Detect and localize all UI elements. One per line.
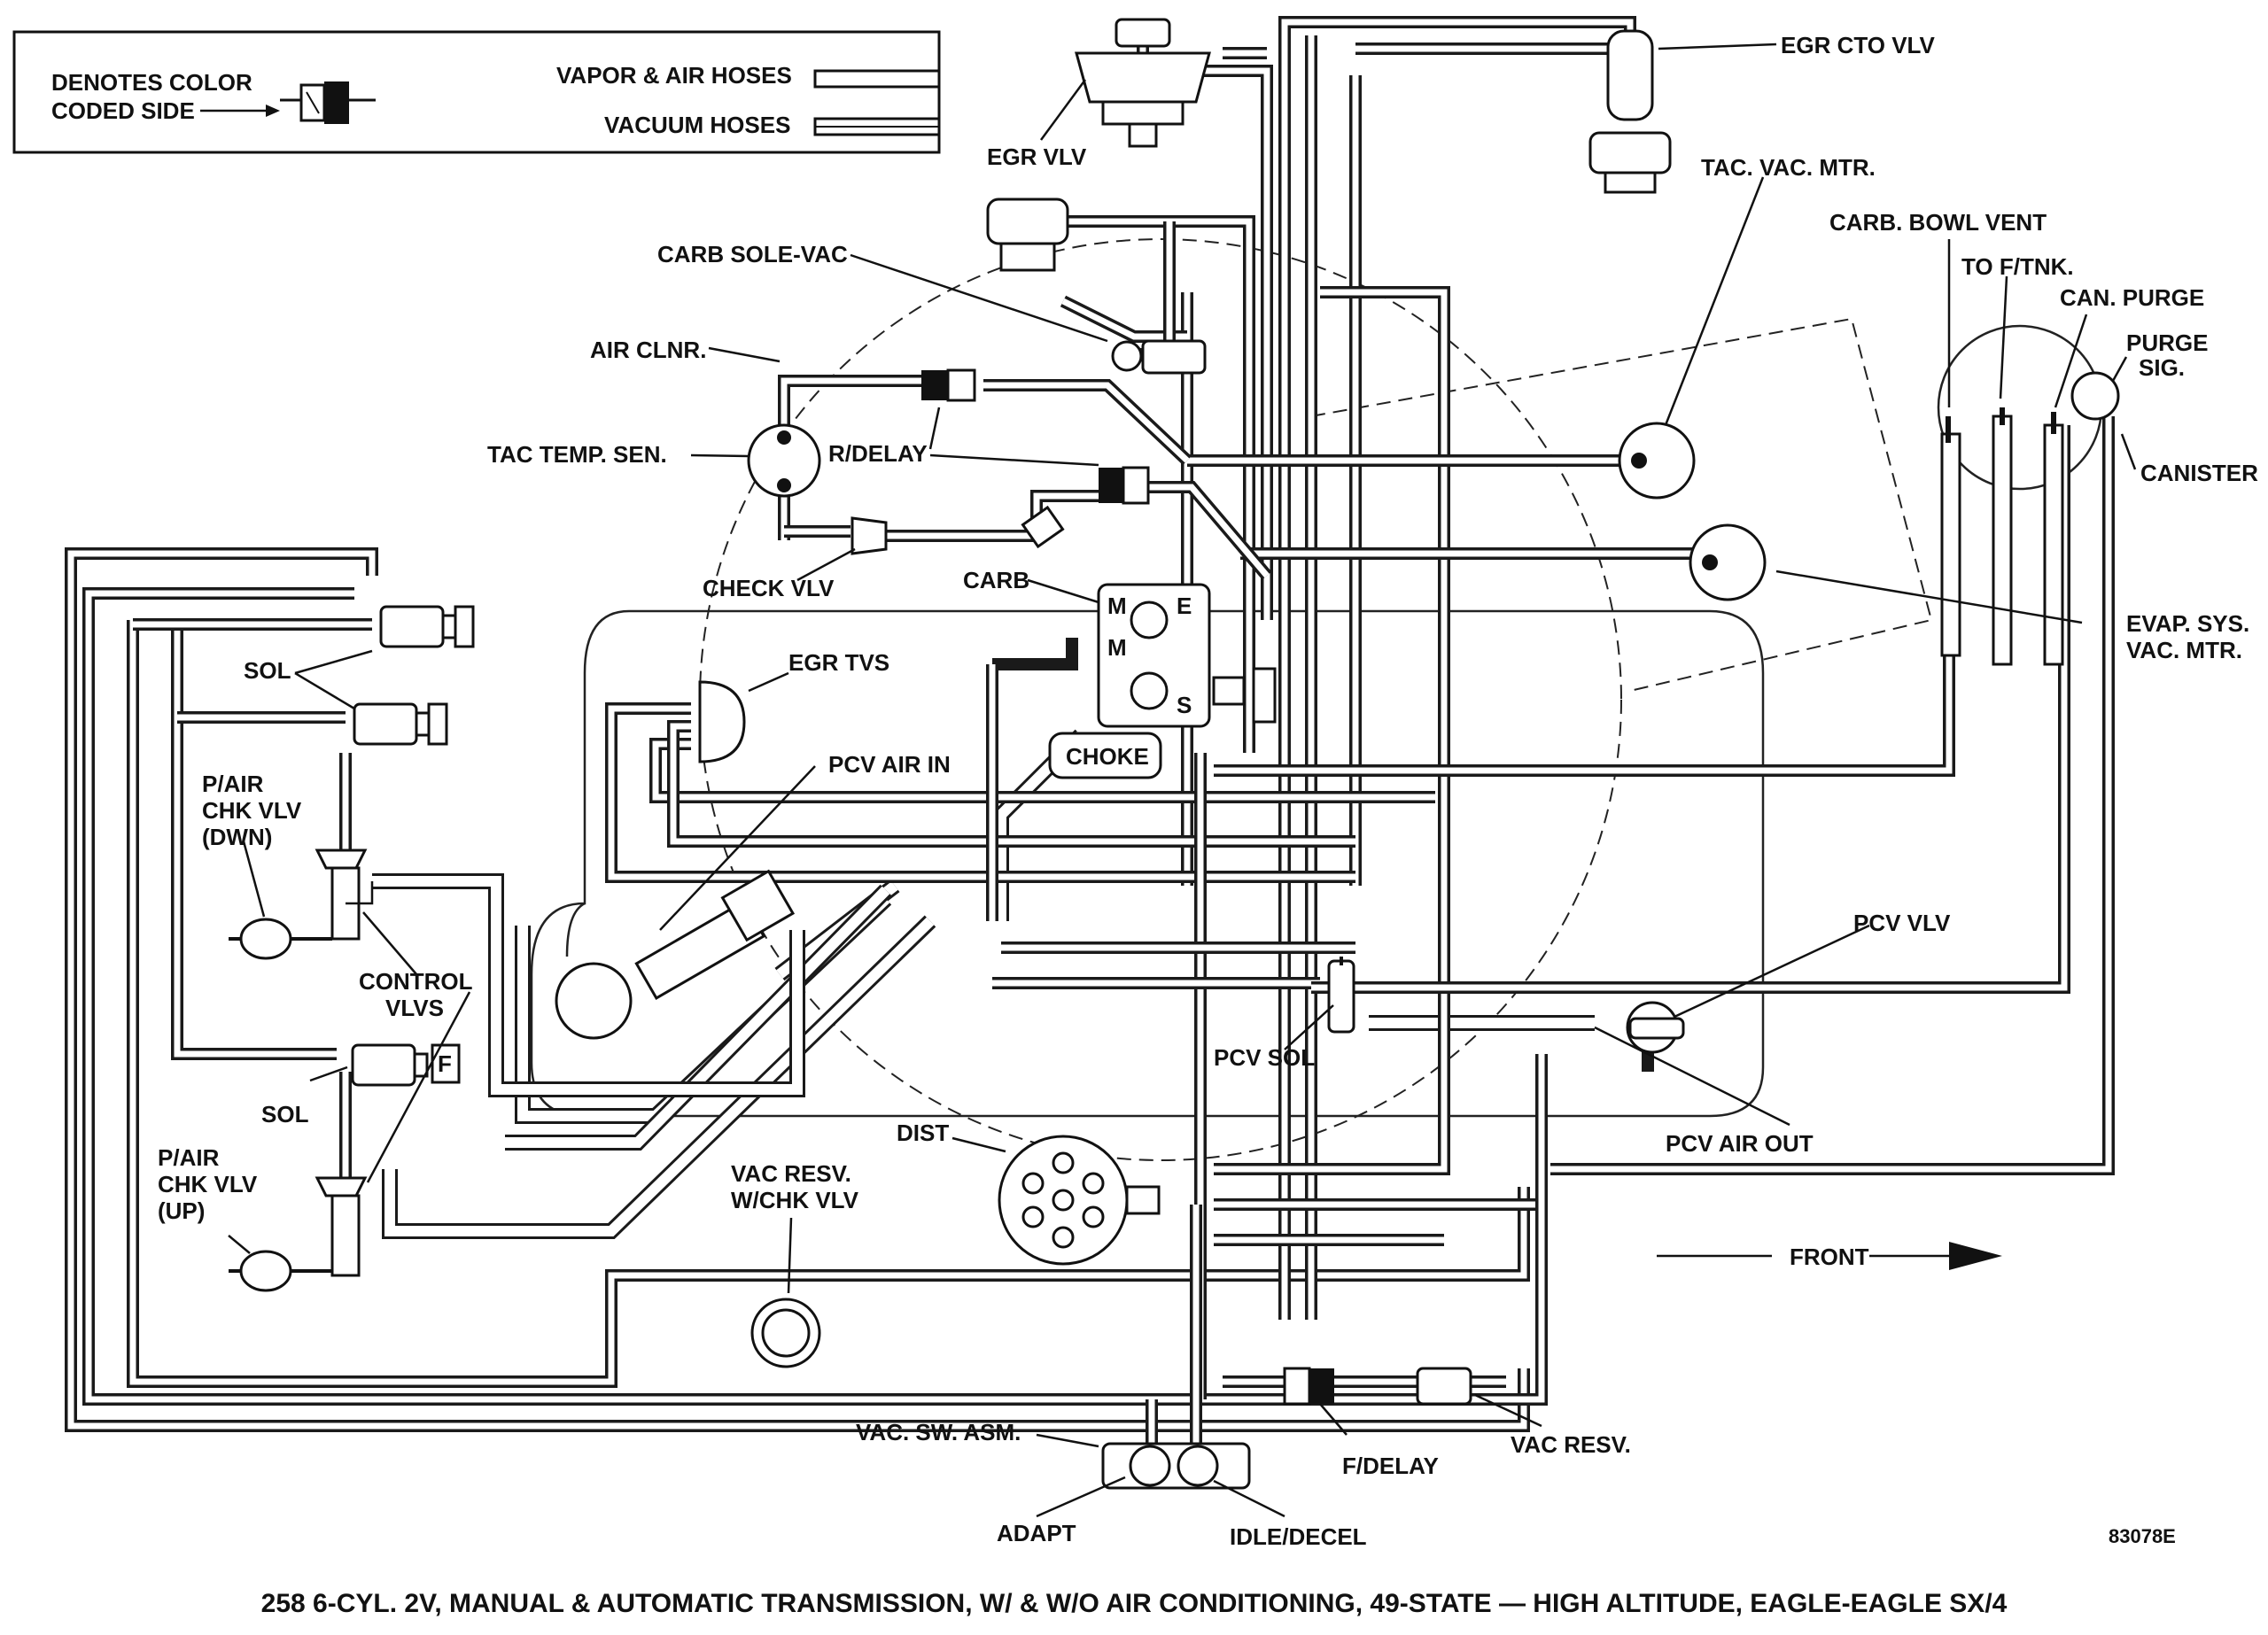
pcv-sol-label: PCV SOL <box>1214 1044 1315 1071</box>
p-air-check-valve-dwn <box>229 918 332 960</box>
evap-outline <box>1310 317 1933 692</box>
control-valve-lower <box>315 1176 368 1277</box>
air-clnr-label: AIR CLNR. <box>590 337 706 363</box>
upper-solenoid <box>379 605 475 648</box>
adapt-label: ADAPT <box>997 1520 1076 1546</box>
carburetor: M E M S <box>1097 583 1211 728</box>
check-valve <box>850 516 888 555</box>
check-vlv-label: CHECK VLV <box>703 575 835 601</box>
carb-bowl-vent-label: CARB. BOWL VENT <box>1829 209 2047 236</box>
legend: DENOTES COLOR CODED SIDE VAPOR & AIR HOS… <box>12 30 941 154</box>
legend-color-coded-label: DENOTES COLOR <box>51 69 252 96</box>
f-delay-valve <box>1283 1367 1334 1406</box>
sol-upper-label: SOL <box>244 657 291 684</box>
carb-port-e: E <box>1177 593 1192 619</box>
p-air-up-label: P/AIR <box>158 1144 220 1171</box>
choke-box: CHOKE <box>1048 732 1162 779</box>
p-air-check-valve-up <box>229 1250 332 1292</box>
vac-resv-chk-label-2: W/CHK VLV <box>731 1187 859 1213</box>
egr-tvs <box>698 680 746 763</box>
distributor <box>998 1135 1161 1266</box>
legend-color-coded-label-2: CODED SIDE <box>51 97 195 124</box>
sol-lower-label: SOL <box>261 1101 309 1127</box>
f-box-label: F <box>438 1050 452 1077</box>
carb-sole-vac-label: CARB SOLE-VAC <box>657 241 848 267</box>
carb-connector <box>1021 466 1150 549</box>
p-air-dwn-label: P/AIR <box>202 771 264 797</box>
pcv-air-in-assembly <box>555 869 796 1040</box>
p-air-dwn-label-2: CHK VLV <box>202 797 302 824</box>
lower-solenoid: F <box>351 1043 461 1087</box>
front-arrow <box>1657 1242 2002 1270</box>
f-delay-label: F/DELAY <box>1342 1453 1439 1479</box>
r-delay-valve <box>921 368 976 402</box>
pcv-solenoid <box>1327 957 1355 1034</box>
vapor-air-hoses <box>372 729 1595 1239</box>
vacuum-hose-sample <box>813 117 941 136</box>
front-label: FRONT <box>1790 1244 1869 1270</box>
vac-resv-chk-label: VAC RESV. <box>731 1160 851 1187</box>
vac-switch-assembly <box>1101 1442 1251 1490</box>
vapor-air-hose-sample <box>813 69 941 89</box>
control-vlvs-label: CONTROL <box>359 968 473 995</box>
idle-decel-label: IDLE/DECEL <box>1230 1523 1367 1550</box>
vac-reservoir <box>1416 1367 1472 1406</box>
choke-label: CHOKE <box>1066 743 1149 770</box>
color-coded-connector-icon <box>280 81 376 124</box>
carb-sole-vac <box>986 198 1069 272</box>
control-vlvs-label-2: VLVS <box>385 995 444 1021</box>
pcv-valve <box>1626 1001 1685 1054</box>
tac-vac-motor <box>1618 422 1696 500</box>
canister-label: CANISTER <box>2140 460 2258 486</box>
pcv-air-in-label: PCV AIR IN <box>828 751 951 778</box>
labels: EGR VLV EGR CTO VLV TAC. VAC. MTR. CARB.… <box>158 32 2258 1550</box>
vac-resv-label: VAC RESV. <box>1511 1431 1631 1458</box>
tac-vac-mtr-label: TAC. VAC. MTR. <box>1701 154 1876 181</box>
to-f-tnk-label: TO F/TNK. <box>1961 253 2074 280</box>
vac-reservoir-check-valve <box>750 1298 821 1368</box>
pcv-air-out-label: PCV AIR OUT <box>1666 1130 1814 1157</box>
carb-port-m2: M <box>1107 634 1127 661</box>
tac-temp-sen-label: TAC TEMP. SEN. <box>487 441 667 468</box>
egr-cto-vlv-label: EGR CTO VLV <box>1781 32 1935 58</box>
purge-sig-label: PURGE <box>2126 329 2208 356</box>
r-delay-label: R/DELAY <box>828 440 928 467</box>
evap-sys-label: EVAP. SYS. <box>2126 610 2249 637</box>
dist-label: DIST <box>897 1120 949 1146</box>
can-purge-label: CAN. PURGE <box>2060 284 2204 311</box>
figure-caption: 258 6-CYL. 2V, MANUAL & AUTOMATIC TRANSM… <box>261 1589 2008 1618</box>
legend-vapor-air-label: VAPOR & AIR HOSES <box>556 62 792 89</box>
egr-tvs-label: EGR TVS <box>788 649 889 676</box>
evap-sys-label-2: VAC. MTR. <box>2126 637 2242 663</box>
evap-vac-motor <box>1689 523 1767 601</box>
purge-sig-label-2: SIG. <box>2139 354 2185 381</box>
carb-port-s: S <box>1177 692 1192 718</box>
pcv-vlv-label: PCV VLV <box>1853 910 1951 936</box>
p-air-dwn-label-3: (DWN) <box>202 824 272 850</box>
tac-temp-sensor <box>747 423 821 498</box>
canister-fittings <box>1940 371 2120 666</box>
intake-manifold-outline <box>530 609 1765 1118</box>
legend-vacuum-label: VACUUM HOSES <box>604 112 790 138</box>
figure-code: 83078E <box>2109 1525 2176 1547</box>
p-air-up-label-3: (UP) <box>158 1197 205 1224</box>
carb-label: CARB <box>963 567 1029 593</box>
upper-solenoid-2 <box>353 702 448 746</box>
egr-cto-valve <box>1588 29 1672 194</box>
p-air-up-label-2: CHK VLV <box>158 1171 258 1197</box>
leader-lines <box>228 43 2137 1518</box>
carb-s-fitting <box>1212 667 1277 724</box>
vac-sw-asm-label: VAC. SW. ASM. <box>856 1419 1021 1445</box>
egr-valve <box>1075 18 1211 148</box>
carb-port-m1: M <box>1107 593 1127 619</box>
control-valve-upper <box>315 848 374 941</box>
egr-vlv-label: EGR VLV <box>987 143 1087 170</box>
carb-solenoid-vac-unit <box>1111 339 1207 375</box>
